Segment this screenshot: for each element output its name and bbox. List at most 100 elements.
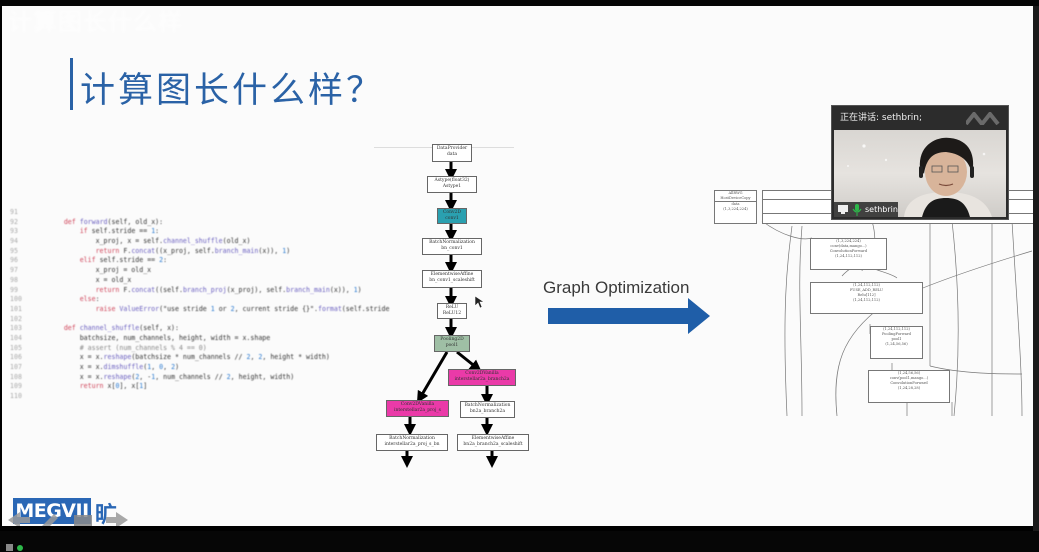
optimization-arrow-icon: [548, 298, 710, 334]
node-type: BatchNormalization: [429, 240, 475, 245]
speaker-name: sethbrin: [865, 205, 898, 214]
node-line: (1,3,224,224): [836, 239, 861, 243]
node-type: ElementwiseAffine: [471, 436, 515, 441]
node-type: ElementwiseAffine: [430, 272, 474, 277]
right-graph-node-pooling: (1,24,112,112) PoolingForward pool1 (1,2…: [870, 326, 923, 359]
speaker-avatar: [847, 137, 992, 217]
node-line: pool1: [891, 337, 902, 341]
code-line: 102: [10, 315, 380, 325]
code-line: 104 batchsize, num_channels, height, wid…: [10, 334, 380, 344]
line-number: 95: [10, 246, 18, 255]
status-icons: [6, 544, 23, 551]
node-type: BatchNormalization: [464, 403, 511, 408]
line-number: 97: [10, 266, 18, 275]
code-line: 107 x = x.dimshuffle(1, 0, 2): [10, 363, 380, 373]
node-line: (1,24,112,112): [853, 298, 880, 302]
speaker-video-feed: sethbrin: [834, 130, 1006, 217]
line-number: 109: [10, 382, 22, 391]
node-line: (1,24,56,56): [897, 371, 921, 375]
code-text: raise ValueError("use stride 1 or 2, cur…: [95, 304, 390, 313]
code-text: elif self.stride == 2:: [79, 256, 168, 265]
code-text: x_proj, x = self.channel_shuffle(old_x): [40, 237, 251, 246]
graph-node-astype: Astype(float32)Astype1: [427, 176, 477, 193]
line-number: 99: [10, 285, 18, 294]
speaking-label: 正在讲话: sethbrin;: [840, 113, 923, 123]
node-name: bn2a_branch2a_scaleshift: [463, 442, 523, 447]
speaker-video-window[interactable]: 正在讲话: sethbrin; set: [831, 105, 1009, 220]
edge: [929, 365, 1023, 375]
node-name: bn_conv1: [441, 246, 463, 251]
slide-nav-controls[interactable]: [6, 509, 136, 526]
code-text: if self.stride == 1:: [79, 227, 160, 236]
line-number: 96: [10, 256, 18, 265]
microphone-icon[interactable]: [852, 203, 862, 216]
window-bottom-bar: [0, 531, 1039, 552]
node-line: HostDeviceCopy: [720, 196, 751, 200]
node-name: interstellar2a_proj_s: [394, 408, 441, 413]
node-line: Relu[112]: [857, 293, 876, 297]
video-footer: sethbrin: [834, 202, 898, 217]
line-number: 102: [10, 314, 22, 323]
node-line: (1,24,56,56): [885, 342, 908, 346]
screen-share-icon[interactable]: [837, 204, 849, 215]
line-number: 106: [10, 353, 22, 362]
code-line: 96 elif self.stride == 2:: [10, 256, 380, 266]
node-line: PoolingForward: [882, 332, 911, 336]
node-line: (1,24,28,28): [897, 386, 921, 390]
line-number: 105: [10, 343, 22, 352]
node-line: conv(data,mango...): [830, 244, 867, 248]
mouse-cursor-icon: [474, 295, 484, 309]
code-text: def forward(self, old_x):: [63, 217, 164, 226]
code-line: 95 return F.concat((x_proj, self.branch_…: [10, 247, 380, 257]
line-number: 108: [10, 372, 22, 381]
line-number: 93: [10, 227, 18, 236]
line-number: 107: [10, 363, 22, 371]
edge: [1011, 220, 1023, 417]
right-graph-node-conv: (1,3,224,224) conv(data,mango...) Convol…: [810, 238, 887, 270]
title-accent-bar: [70, 58, 73, 110]
edge: [416, 351, 449, 404]
node-type: BatchNormalization: [389, 436, 435, 441]
node-line: (1,24,112,112): [883, 327, 910, 331]
node-type: Conv2D: [442, 210, 462, 215]
code-text: x_proj = old_x: [40, 266, 152, 275]
node-name: interstellar2a_branch2a: [454, 377, 510, 382]
node-line: (1,3,224,224): [723, 207, 748, 211]
node-line: ConvolutionForward: [890, 381, 928, 385]
right-graph-node-conv2: (1,24,56,56) conv(pool1,mango...) Convol…: [868, 370, 950, 403]
node-name: interstellar2a_proj_s_bn: [384, 442, 440, 447]
line-number: 100: [10, 295, 22, 304]
window-top-bar: [0, 0, 1039, 7]
code-line: 98 x = old_x: [10, 276, 380, 286]
edge: [951, 220, 959, 417]
line-number: 91: [10, 208, 18, 216]
node-name: data: [446, 152, 458, 157]
line-number: 94: [10, 237, 18, 246]
code-line: 105 # assert (num_channels % 4 == 0): [10, 344, 380, 354]
code-text: batchsize, num_channels, height, width =…: [40, 333, 271, 342]
node-type: Conv2DVanilla: [465, 371, 499, 376]
node-name: ReLU12: [442, 311, 462, 316]
code-text: return F.concat((x_proj, self.branch_mai…: [95, 246, 291, 255]
node-line: ConvolutionForward: [829, 249, 868, 253]
code-line: 91: [10, 208, 380, 218]
node-line: (1,24,112,112): [853, 283, 880, 287]
node-line: conv(pool1,mango...): [889, 376, 929, 380]
code-line: 92 def forward(self, old_x):: [10, 218, 380, 228]
line-number: 101: [10, 304, 22, 313]
code-text: def channel_shuffle(self, x):: [63, 324, 179, 333]
node-type: Pooling2D: [440, 337, 464, 342]
node-name: bn2a_branch2a: [469, 409, 506, 414]
code-line: 97 x_proj = old_x: [10, 266, 380, 276]
forward-arrow-icon: [106, 512, 128, 526]
node-line: FUSE_ADD_RELU: [849, 288, 884, 292]
node-type: Astype(float32): [434, 178, 470, 183]
line-number: 103: [10, 324, 22, 333]
pen-icon: [42, 514, 58, 526]
code-text: x = x.reshape(2, -1, num_channels // 2, …: [40, 372, 295, 381]
video-header: 正在讲话: sethbrin;: [832, 106, 1008, 130]
